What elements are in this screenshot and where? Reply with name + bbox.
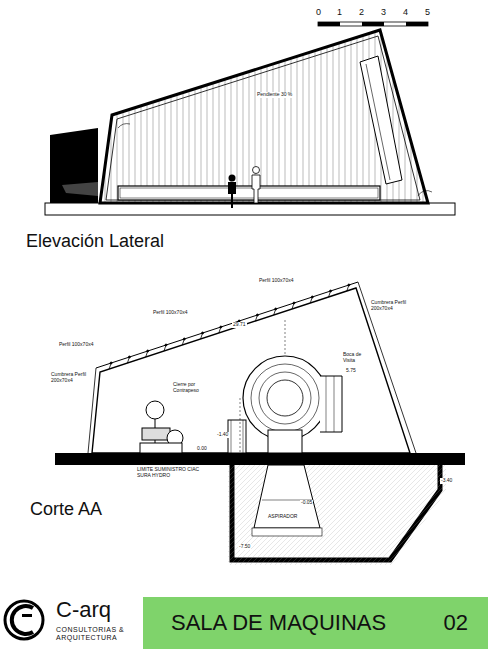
drawing-annotation: Perfil 100x70x4 bbox=[258, 278, 294, 284]
drawing-annotation: Cumbrera Perfil 200x70x4 bbox=[370, 300, 412, 311]
drawing-annotation: -1.40 bbox=[216, 432, 229, 438]
sheet-title: SALA DE MAQUINAS bbox=[171, 610, 386, 636]
scale-number: 5 bbox=[425, 8, 430, 18]
view-title: Elevación Lateral bbox=[26, 232, 164, 252]
scale-number: 3 bbox=[381, 8, 386, 18]
drawing-annotation: -0.05 bbox=[300, 500, 313, 506]
company-logo bbox=[5, 601, 43, 639]
drawing-annotation: 29.71 bbox=[232, 322, 247, 328]
drawing-annotation: Cumbrera Perfil 200x70x4 bbox=[50, 372, 92, 383]
company-tagline: CONSULTORIAS & ARQUITECTURA bbox=[56, 626, 136, 641]
side-elevation bbox=[45, 30, 455, 215]
section-aa bbox=[55, 282, 465, 565]
drawing-annotation: ASPIRADOR bbox=[267, 514, 298, 520]
drawing-annotation: Boca de Visita bbox=[342, 352, 370, 363]
scale-number: 1 bbox=[337, 8, 342, 18]
drawing-annotation: -3.40 bbox=[440, 478, 453, 484]
drawing-annotation: 0.00 bbox=[196, 446, 208, 452]
drawing-annotation: LIMITE SUMINISTRO CIAC SURA HYDRO bbox=[136, 467, 204, 478]
sheet-number: 02 bbox=[444, 610, 468, 636]
scale-bar bbox=[318, 22, 428, 26]
drawing-annotation: -7.50 bbox=[238, 544, 251, 550]
company-name: C-arq bbox=[56, 598, 111, 622]
drawing-annotation: Cierre por Contrapeso bbox=[172, 382, 210, 393]
view-title: Corte AA bbox=[30, 500, 102, 520]
scale-number: 2 bbox=[359, 8, 364, 18]
scale-number: 4 bbox=[403, 8, 408, 18]
drawing-annotation: Perfil 100x70x4 bbox=[58, 342, 94, 348]
scale-number: 0 bbox=[316, 8, 321, 18]
drawing-annotation: Perfil 100x70x4 bbox=[152, 310, 188, 316]
drawing-annotation: Pendiente 30 % bbox=[256, 92, 293, 98]
drawing-annotation: 5.75 bbox=[345, 368, 357, 374]
title-band: SALA DE MAQUINAS 02 bbox=[143, 597, 488, 649]
